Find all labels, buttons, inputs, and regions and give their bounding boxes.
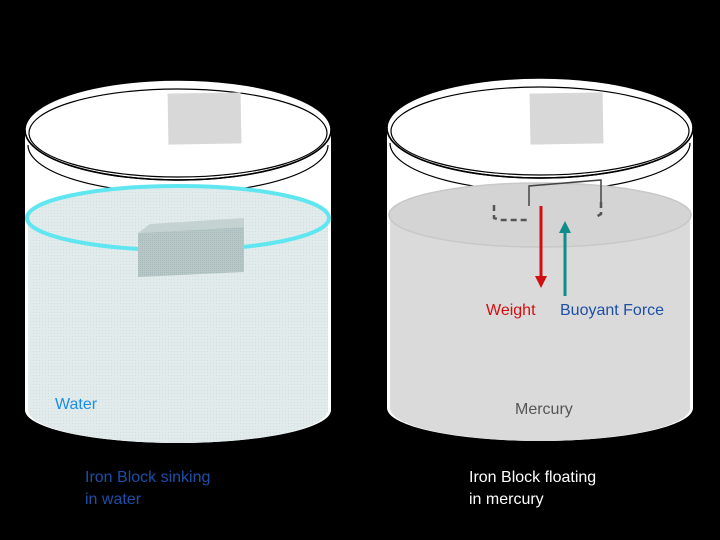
iron-block-above-mercury: [529, 92, 604, 145]
weight-arrow: [535, 206, 547, 288]
mercury-tank: [386, 77, 694, 441]
weight-label: Weight: [486, 302, 536, 319]
water-caption: Iron Block sinking in water: [85, 467, 210, 511]
water-caption-line1: Iron Block sinking: [85, 469, 211, 486]
mercury-label: Mercury: [515, 401, 573, 418]
iron-block-submerged: [138, 218, 244, 277]
mercury-caption-line2: in mercury: [469, 491, 544, 508]
buoyant-force-arrow: [559, 221, 571, 296]
water-caption-line2: in water: [85, 491, 142, 508]
mercury-caption: Iron Block floating in mercury: [469, 467, 596, 511]
mercury-liquid: [390, 215, 690, 441]
buoyant-force-label: Buoyant Force: [560, 302, 665, 319]
water-label: Water: [55, 396, 98, 413]
water-tank: [24, 79, 332, 443]
iron-block-floating: [492, 179, 603, 222]
water-liquid: [28, 218, 328, 443]
mercury-caption-line1: Iron Block floating: [469, 469, 597, 486]
iron-block-above-water: [167, 92, 242, 145]
